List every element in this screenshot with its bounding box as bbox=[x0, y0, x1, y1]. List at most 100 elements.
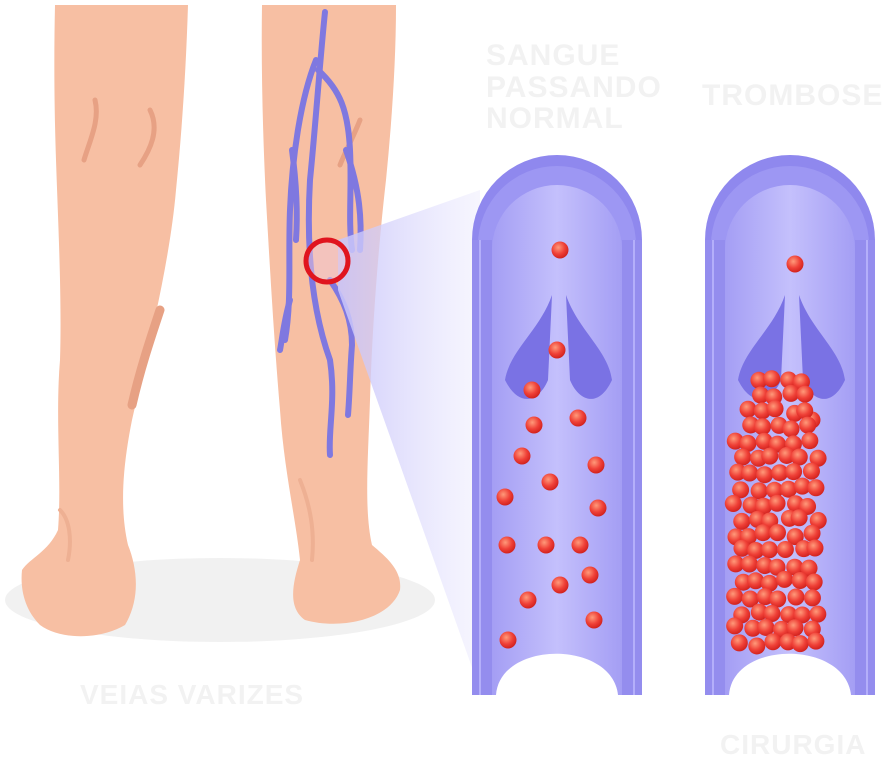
right-leg bbox=[261, 5, 401, 624]
label-normal-flow: SANGUE PASSANDO NORMAL bbox=[486, 39, 662, 135]
blood-cell bbox=[569, 409, 587, 427]
blood-cell bbox=[571, 536, 589, 554]
blood-cell bbox=[726, 587, 744, 605]
blood-cell bbox=[756, 466, 774, 484]
blood-cell bbox=[796, 402, 814, 420]
caption-corner: CIRURGIA bbox=[720, 729, 867, 760]
blood-cell bbox=[787, 588, 805, 606]
blood-cell bbox=[733, 512, 751, 530]
blood-cell bbox=[803, 589, 821, 607]
blood-cell bbox=[523, 381, 541, 399]
blood-cell bbox=[741, 464, 759, 482]
blood-cell bbox=[740, 555, 758, 573]
blood-cells-normal bbox=[496, 241, 607, 649]
blood-cell bbox=[752, 386, 770, 404]
blood-cell bbox=[799, 416, 817, 434]
blood-cell bbox=[786, 619, 804, 637]
blood-cell bbox=[498, 536, 516, 554]
blood-cell bbox=[755, 497, 773, 515]
blood-cell bbox=[730, 634, 748, 652]
blood-cell bbox=[775, 570, 793, 588]
blood-cell bbox=[778, 446, 796, 464]
blood-cell bbox=[761, 447, 779, 465]
blood-cell bbox=[551, 241, 569, 259]
blood-cell bbox=[589, 499, 607, 517]
blood-cell bbox=[742, 496, 760, 514]
blood-cell bbox=[807, 479, 825, 497]
blood-cell bbox=[753, 402, 771, 420]
blood-cell bbox=[739, 400, 757, 418]
blood-cell bbox=[766, 481, 784, 499]
blood-cell bbox=[801, 432, 819, 450]
blood-cell bbox=[764, 633, 782, 651]
blood-cell bbox=[800, 559, 818, 577]
blood-cell bbox=[747, 541, 765, 559]
blood-cell bbox=[734, 448, 752, 466]
blood-cell bbox=[744, 619, 762, 637]
blood-cell bbox=[754, 418, 772, 436]
blood-cell bbox=[755, 432, 773, 450]
blood-cell bbox=[581, 566, 599, 584]
blood-cell bbox=[780, 606, 798, 624]
blood-cell bbox=[726, 432, 744, 450]
blood-cell bbox=[791, 572, 809, 590]
blood-cell bbox=[768, 524, 786, 542]
blood-cell bbox=[786, 558, 804, 576]
blood-cell bbox=[726, 617, 744, 635]
blood-cell bbox=[760, 541, 778, 559]
blood-cell bbox=[754, 524, 772, 542]
caption-bottom: VEIAS VARIZES bbox=[80, 679, 305, 710]
blood-cell bbox=[782, 420, 800, 438]
zoom-cone bbox=[338, 190, 480, 690]
blood-cell bbox=[771, 464, 789, 482]
blood-cell bbox=[763, 605, 781, 623]
blood-cell bbox=[757, 618, 775, 636]
blood-cell bbox=[732, 481, 750, 499]
blood-cell bbox=[734, 573, 752, 591]
blood-cell bbox=[727, 555, 745, 573]
blood-cell bbox=[773, 620, 791, 638]
blood-cell bbox=[537, 536, 555, 554]
blood-cell bbox=[782, 384, 800, 402]
blood-cell bbox=[779, 480, 797, 498]
blood-cell bbox=[809, 449, 827, 467]
blood-cell bbox=[769, 590, 787, 608]
zoom-circle-icon bbox=[303, 237, 351, 285]
blood-cell bbox=[519, 591, 537, 609]
blood-cell bbox=[733, 539, 751, 557]
blood-cell bbox=[786, 528, 804, 546]
blood-cell bbox=[785, 463, 803, 481]
blood-cell bbox=[806, 539, 824, 557]
blood-cell bbox=[548, 341, 566, 359]
blood-cell bbox=[780, 371, 798, 389]
blood-cell bbox=[741, 590, 759, 608]
label-thrombosis: TROMBOSE bbox=[702, 79, 884, 112]
blood-cell bbox=[809, 511, 827, 529]
blood-cell bbox=[766, 400, 784, 418]
blood-cell bbox=[786, 255, 804, 273]
blood-cell bbox=[809, 605, 827, 623]
blood-cell bbox=[724, 494, 742, 512]
blood-cell bbox=[750, 603, 768, 621]
blood-clot-cells bbox=[724, 255, 827, 655]
blood-cell bbox=[750, 371, 768, 389]
blood-cell bbox=[760, 574, 778, 592]
blood-cell bbox=[541, 473, 559, 491]
blood-cell bbox=[748, 637, 766, 655]
blood-cell bbox=[763, 370, 781, 388]
blood-cell bbox=[768, 494, 786, 512]
blood-cell bbox=[796, 385, 814, 403]
blood-cell bbox=[585, 611, 603, 629]
normal-vessel bbox=[472, 155, 642, 695]
blood-cell bbox=[803, 524, 821, 542]
blood-cell bbox=[551, 576, 569, 594]
blood-cell bbox=[499, 631, 517, 649]
blood-cell bbox=[756, 588, 774, 606]
blood-cell bbox=[802, 462, 820, 480]
blood-cell bbox=[807, 632, 825, 650]
blood-cell bbox=[793, 606, 811, 624]
blood-cell bbox=[739, 434, 757, 452]
blood-cell bbox=[793, 477, 811, 495]
